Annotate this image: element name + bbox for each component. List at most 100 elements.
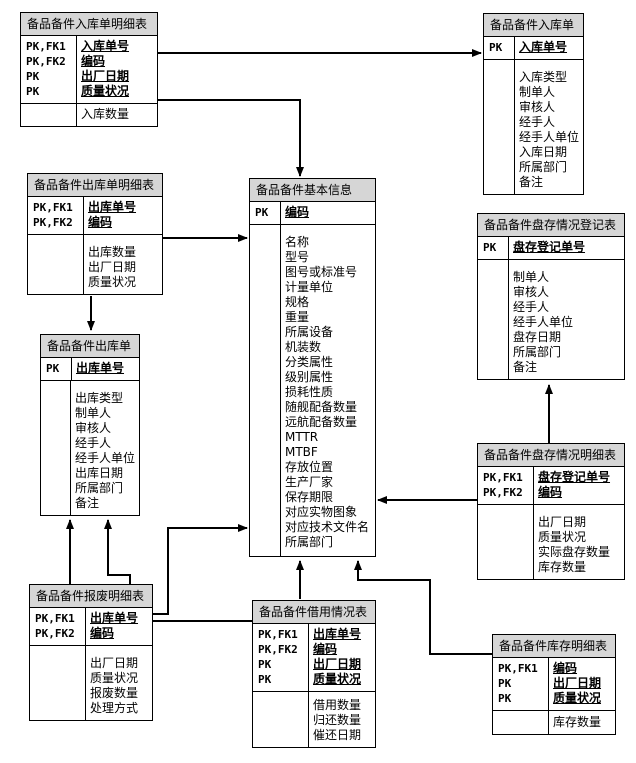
key-type: PK,FK2	[35, 627, 75, 640]
rel-inbound-detail-to-basic-info	[158, 99, 304, 177]
attribute-section: 库存数量	[493, 710, 615, 734]
attribute: 保存期限	[285, 490, 334, 504]
attribute: 审核人	[513, 285, 550, 299]
attribute-section: 入库类型 制单人 审核人 经手人 经手人单位 入库日期 所属部门 备注	[484, 59, 583, 194]
key-type: PK,FK1	[35, 612, 75, 625]
key-field: 出库单号	[313, 627, 362, 641]
key-field: 编码	[285, 205, 310, 219]
key-section: PK,FK1 PK,FK2 PK PK 入库单号 编码 出厂日期 质量状况	[21, 36, 157, 103]
key-field: 出库单号	[90, 611, 139, 625]
rel-borrow-to-outbound	[104, 519, 252, 622]
key-type: PK	[255, 206, 269, 219]
key-type: PK	[26, 70, 40, 83]
key-type: PK,FK1	[258, 628, 298, 641]
attribute-section: 入库数量	[21, 103, 157, 126]
attribute: 级别属性	[285, 370, 334, 384]
attribute: 制单人	[74, 406, 111, 420]
attribute: 机装数	[285, 340, 322, 354]
key-field: 盘存登记单号	[513, 240, 586, 254]
entity-inventory-detail[interactable]: 备品备件盘存情况明细表 PK,FK1 PK,FK2 盘存登记单号 编码 出厂日期…	[477, 443, 625, 580]
key-type: PK,FK1	[26, 40, 66, 53]
entity-title: 备品备件入库单	[483, 13, 584, 36]
key-field: 质量状况	[313, 672, 362, 686]
key-field: 编码	[81, 54, 106, 68]
key-section: PK,FK1 PK,FK2 盘存登记单号 编码	[478, 467, 624, 504]
key-type: PK	[258, 658, 272, 671]
key-field: 出厂日期	[553, 676, 602, 690]
entity-title: 备品备件出库单明细表	[27, 173, 163, 196]
key-type: PK,FK1	[498, 662, 538, 675]
attribute-section: 出厂日期 质量状况 报废数量 处理方式	[30, 645, 152, 720]
entity-title: 备品备件盘存情况登记表	[477, 213, 625, 236]
entity-scrap-detail[interactable]: 备品备件报废明细表 PK,FK1 PK,FK2 出库单号 编码 出厂日期 质量状…	[29, 584, 153, 721]
attribute: 经手人	[74, 436, 111, 450]
attribute: 制单人	[518, 85, 555, 99]
entity-inbound-detail[interactable]: 备品备件入库单明细表 PK,FK1 PK,FK2 PK PK 入库单号 编码 出…	[20, 12, 158, 127]
attribute: 经手人	[518, 115, 555, 129]
key-field: 质量状况	[81, 84, 130, 98]
attribute: 型号	[285, 250, 310, 264]
key-type: PK	[498, 677, 512, 690]
attribute: 盘存日期	[513, 330, 562, 344]
attribute: 所属设备	[285, 325, 334, 339]
attribute: 对应技术文件名	[285, 520, 370, 534]
key-section: PK 盘存登记单号	[478, 237, 624, 259]
attribute: 经手人单位	[74, 451, 135, 465]
attribute: 入库日期	[518, 145, 567, 159]
key-section: PK 入库单号	[484, 37, 583, 59]
attribute: 出库数量	[88, 245, 137, 259]
attribute: 图号或标准号	[285, 265, 358, 279]
attribute: MTTR	[285, 430, 319, 444]
entity-title: 备品备件报废明细表	[29, 584, 153, 607]
attribute: 报废数量	[90, 686, 139, 700]
attribute: 备注	[74, 496, 99, 510]
attribute: 出厂日期	[538, 515, 587, 529]
attribute: 经手人单位	[518, 130, 579, 144]
entity-basic-info[interactable]: 备品备件基本信息 PK 编码 名称 型号 图号或标准号 计量单位 规格 重量 所…	[249, 178, 376, 557]
key-field: 质量状况	[553, 691, 602, 705]
key-type: PK	[26, 85, 40, 98]
attribute: 经手人	[513, 300, 550, 314]
entity-title: 备品备件入库单明细表	[20, 12, 158, 35]
entity-inbound[interactable]: 备品备件入库单 PK 入库单号 入库类型 制单人 审核人 经手人 经手人单位 入…	[483, 13, 584, 195]
attribute: 质量状况	[538, 530, 587, 544]
attribute: 经手人单位	[513, 315, 574, 329]
attribute: 实际盘存数量	[538, 545, 611, 559]
attribute: 所属部门	[518, 160, 567, 174]
entity-outbound[interactable]: 备品备件出库单 PK 出库单号 出库类型 制单人 审核人 经手人 经手人单位 出…	[40, 334, 140, 516]
key-field: 出库单号	[88, 200, 137, 214]
key-type: PK	[489, 41, 503, 54]
attribute: 处理方式	[90, 701, 139, 715]
key-section: PK,FK1 PK PK 编码 出厂日期 质量状况	[493, 658, 615, 710]
key-field: 入库单号	[81, 39, 130, 53]
attribute-section: 出库类型 制单人 审核人 经手人 经手人单位 出库日期 所属部门 备注	[41, 380, 139, 515]
attribute: 质量状况	[88, 275, 137, 289]
attribute: 归还数量	[313, 713, 362, 727]
entity-inventory-registration[interactable]: 备品备件盘存情况登记表 PK 盘存登记单号 制单人 审核人 经手人 经手人单位 …	[477, 213, 625, 380]
rel-scrap-detail-to-basic-info	[152, 524, 248, 615]
attribute: 审核人	[518, 100, 555, 114]
attribute: 存放位置	[285, 460, 334, 474]
attribute: 出库日期	[74, 466, 123, 480]
entity-outbound-detail[interactable]: 备品备件出库单明细表 PK,FK1 PK,FK2 出库单号 编码 出库数量 出厂…	[27, 173, 163, 295]
attribute: 计量单位	[285, 280, 334, 294]
attribute: 借用数量	[313, 698, 362, 712]
entity-borrow[interactable]: 备品备件借用情况表 PK,FK1 PK,FK2 PK PK 出库单号 编码 出厂…	[252, 600, 376, 748]
key-section: PK,FK1 PK,FK2 出库单号 编码	[30, 608, 152, 645]
attribute: 所属部门	[74, 481, 123, 495]
key-field: 出厂日期	[81, 69, 130, 83]
attribute: 入库类型	[518, 70, 567, 84]
attribute-section: 借用数量 归还数量 催还日期	[253, 691, 375, 747]
key-field: 编码	[538, 485, 563, 499]
attribute: 质量状况	[90, 671, 139, 685]
key-type: PK,FK2	[258, 643, 298, 656]
attribute-section: 出厂日期 质量状况 实际盘存数量 库存数量	[478, 504, 624, 579]
attribute: 库存数量	[553, 715, 602, 729]
entity-stock-detail[interactable]: 备品备件库存明细表 PK,FK1 PK PK 编码 出厂日期 质量状况 库存数量	[492, 634, 616, 735]
attribute: 对应实物图象	[285, 505, 358, 519]
attribute: 所属部门	[513, 345, 562, 359]
attribute-section: 出库数量 出厂日期 质量状况	[28, 234, 162, 294]
key-type: PK,FK1	[483, 471, 523, 484]
attribute: 出库类型	[74, 391, 123, 405]
